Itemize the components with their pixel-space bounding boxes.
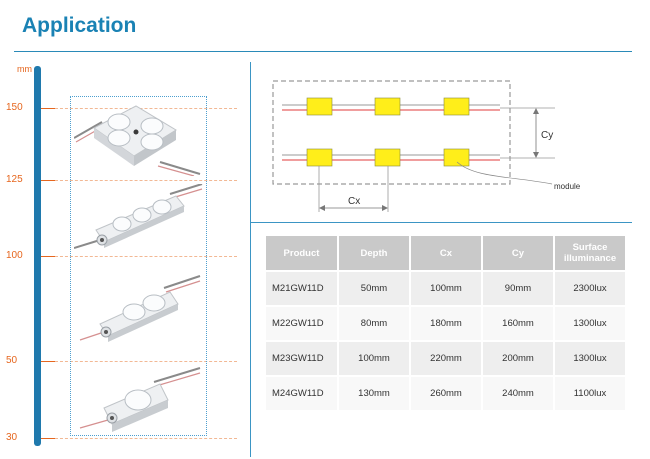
cell-cx: 220mm [410,340,483,376]
page-title: Application [22,14,137,37]
horizontal-divider [250,222,632,223]
ruler-tick-label-125: 125 [6,174,23,185]
ruler-tick-30 [41,438,55,439]
cell-cy: 160mm [482,305,555,341]
table-row: M22GW11D 80mm 180mm 160mm 1300lux [266,305,627,341]
cell-cy: 240mm [482,375,555,410]
guide-line-100 [55,256,237,257]
led-module-photo-3-lens [74,184,203,249]
ruler-unit-label: mm [17,64,32,74]
table-row: M23GW11D 100mm 220mm 200mm 1300lux [266,340,627,376]
guide-line-150 [55,108,237,109]
cell-cy: 90mm [482,270,555,306]
cell-depth: 50mm [338,270,411,306]
cell-illuminance: 2300lux [554,270,627,306]
cy-label: Cy [541,130,553,141]
cell-illuminance: 1300lux [554,305,627,341]
cell-product: M23GW11D [266,340,339,376]
table-row: M24GW11D 130mm 260mm 240mm 1100lux [266,375,627,410]
module-callout-label: module [554,182,581,191]
ruler-tick-label-30: 30 [6,432,18,443]
ruler-tick-label-100: 100 [6,250,23,261]
header-product: Product [266,236,339,271]
cell-depth: 80mm [338,305,411,341]
cell-cx: 180mm [410,305,483,341]
module-block [306,148,333,167]
header-depth: Depth [338,236,411,271]
module-block [374,148,401,167]
ruler-bar [34,66,41,446]
cell-cx: 260mm [410,375,483,410]
table-row: M21GW11D 50mm 100mm 90mm 2300lux [266,270,627,306]
ruler-tick-125 [41,180,55,181]
cell-illuminance: 1300lux [554,340,627,376]
vertical-divider [250,62,251,457]
header-surface-illuminance: Surface illuminance [554,236,627,271]
cell-depth: 100mm [338,340,411,376]
ruler-tick-150 [41,108,55,109]
ruler-tick-50 [41,361,55,362]
cell-depth: 130mm [338,375,411,410]
led-module-photo-4-lens [74,105,201,176]
spec-table: Product Depth Cx Cy Surface illuminance … [266,236,627,410]
cell-product: M24GW11D [266,375,339,410]
cell-cy: 200mm [482,340,555,376]
module-block [443,148,470,167]
guide-line-125 [55,180,237,181]
cell-cx: 100mm [410,270,483,306]
module-block [374,97,401,116]
title-divider [14,51,632,52]
cell-illuminance: 1100lux [554,375,627,410]
led-module-photo-2-lens [79,275,201,342]
table-header-row: Product Depth Cx Cy Surface illuminance [266,236,627,271]
module-photo-frame [70,96,207,436]
cell-product: M21GW11D [266,270,339,306]
sign-box-outline [272,80,511,185]
module-block [306,97,333,116]
guide-line-50 [55,361,237,362]
module-spacing-diagram: Cy Cx module [272,80,581,212]
header-cx: Cx [410,236,483,271]
ruler-tick-100 [41,256,55,257]
cell-product: M22GW11D [266,305,339,341]
ruler-tick-label-150: 150 [6,102,23,113]
module-callout-line [456,161,553,185]
ruler-tick-label-50: 50 [6,355,18,366]
cx-label: Cx [348,196,360,207]
guide-line-30 [55,438,237,439]
module-block [443,97,470,116]
led-module-photo-1-lens [79,367,201,432]
header-cy: Cy [482,236,555,271]
